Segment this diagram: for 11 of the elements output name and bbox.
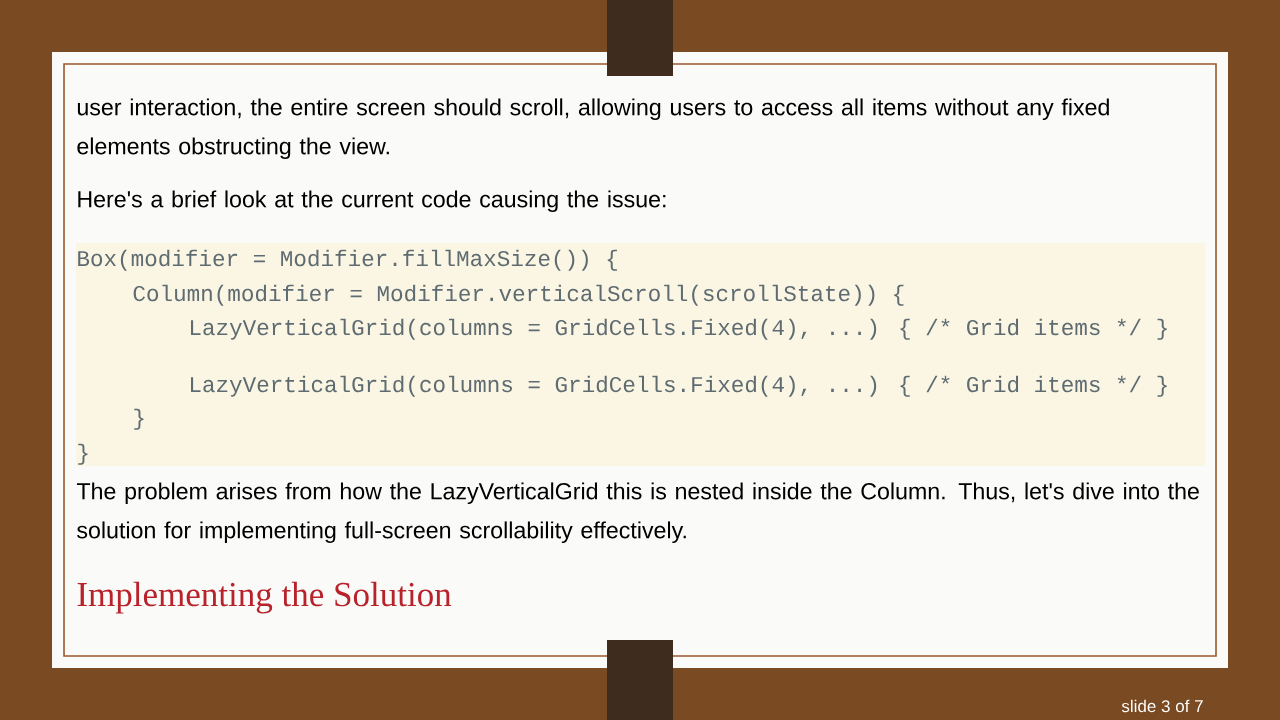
- code-line: LazyVerticalGrid(columns = GridCells.Fixed(4), ...) { /* Grid items */ }: [191, 318, 1167, 340]
- paragraph: Here's a brief look at the current code causing the issue:: [78, 190, 666, 213]
- code-line: Box(modifier = Modifier.fillMaxSize()) {: [78, 249, 617, 271]
- slide-number: slide 3 of 7: [1121, 699, 1203, 713]
- code-line: }: [134, 408, 144, 430]
- code-line: LazyVerticalGrid(columns = GridCells.Fixed(4), ...) { /* Grid items */ }: [191, 375, 1167, 397]
- paragraph: user interaction, the entire screen should scroll, allowing users to access all items without any fixed elements obstructing the view.: [77, 98, 1109, 160]
- code-line: }: [78, 443, 88, 465]
- code-line: Column(modifier = Modifier.verticalScroll(scrollState)) {: [133, 284, 904, 306]
- paragraph: The problem arises from how the LazyVerticalGrid this is nested inside the Column. Thus, let's dive into the solution for implementing full-screen scrollability effectively.: [76, 482, 1199, 544]
- section-heading: Implementing the Solution: [77, 581, 452, 614]
